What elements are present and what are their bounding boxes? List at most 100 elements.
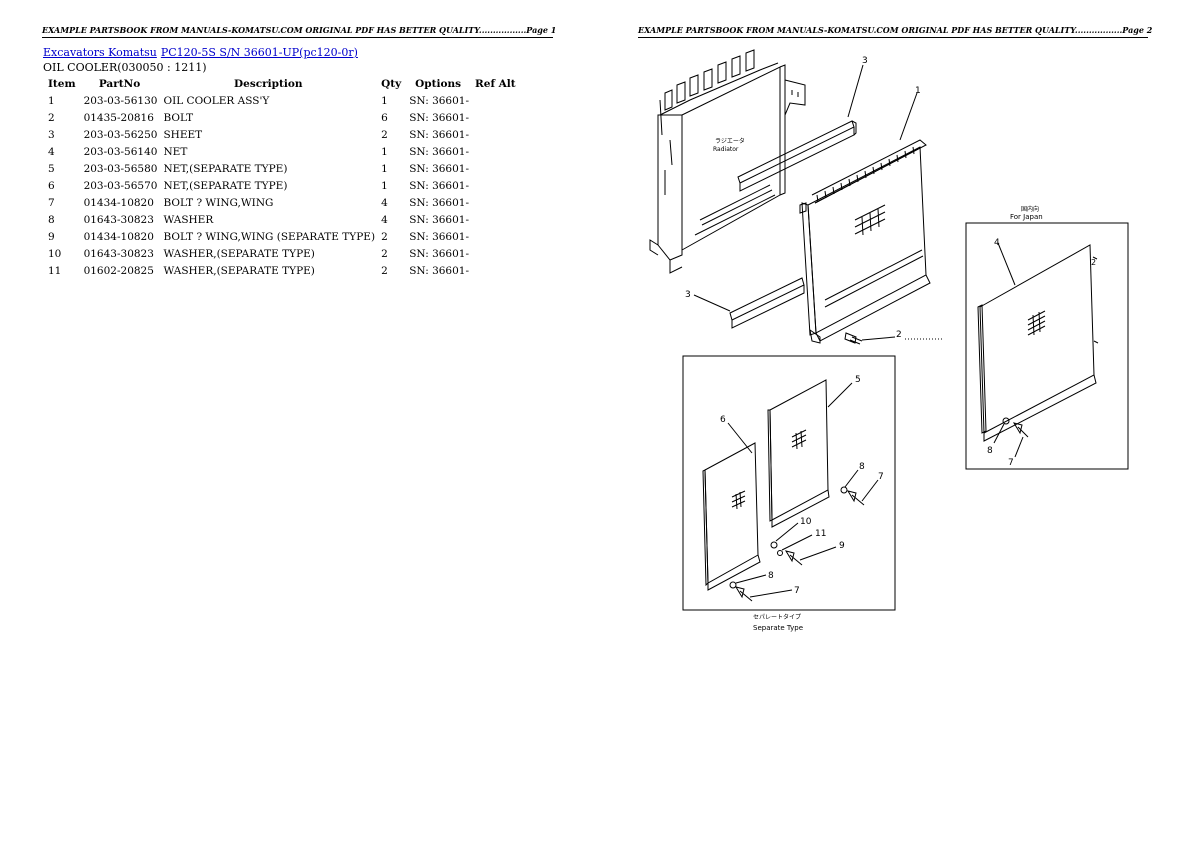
cell-partno: 01435-20816 [83, 111, 154, 124]
cell-ref-alt [471, 92, 520, 109]
table-row: 4 203-03-56140 NET 1 SN: 36601- [44, 143, 520, 160]
cell-partno: 01434-10820 [83, 196, 154, 209]
cell-item: 4 [48, 145, 55, 158]
cell-partno: 01602-20825 [83, 264, 154, 277]
cell-options: SN: 36601- [409, 111, 470, 124]
cell-partno: 203-03-56580 [83, 162, 158, 175]
cell-qty: 2 [381, 247, 388, 260]
cell-ref-alt [471, 126, 520, 143]
cell-item: 8 [48, 213, 55, 226]
breadcrumb-link-model[interactable]: PC120-5S S/N 36601-UP(pc120-0r) [160, 46, 358, 59]
cell-qty: 2 [381, 230, 388, 243]
cell-options: SN: 36601- [409, 145, 470, 158]
cell-ref-alt [471, 262, 520, 279]
table-row: 3 203-03-56250 SHEET 2 SN: 36601- [44, 126, 520, 143]
oil-cooler-drawing [799, 139, 931, 344]
header-ref-alt: Ref Alt [475, 78, 516, 90]
cell-item: 6 [48, 179, 55, 192]
leader-8a [844, 469, 859, 488]
cell-item: 7 [48, 196, 55, 209]
callout-10: 10 [800, 517, 812, 527]
cell-ref-alt [471, 245, 520, 262]
cell-item: 3 [48, 128, 55, 141]
cell-qty: 6 [381, 111, 388, 124]
leader-10 [775, 522, 799, 542]
table-header-row: Item PartNo Description Qty Options Ref … [44, 76, 520, 92]
cell-options: SN: 36601- [409, 264, 470, 277]
cell-item: 5 [48, 162, 55, 175]
leader-6 [727, 422, 753, 454]
cell-partno: 203-03-56250 [83, 128, 158, 141]
cell-description: NET,(SEPARATE TYPE) [163, 179, 288, 192]
leader-2 [861, 336, 896, 341]
header-description: Description [234, 78, 303, 90]
cell-description: NET [163, 145, 188, 158]
cell-partno: 01643-30823 [83, 213, 154, 226]
header-partno: PartNo [98, 78, 141, 90]
cell-description: WASHER,(SEPARATE TYPE) [163, 247, 315, 260]
cell-qty: 1 [381, 145, 388, 158]
sheet-lower-drawing [729, 277, 805, 329]
leader-11 [781, 534, 813, 551]
cell-options: SN: 36601- [409, 247, 470, 260]
cell-ref-alt [471, 109, 520, 126]
callout-5: 5 [855, 375, 861, 385]
for-japan-label-jp: 国内向 [1021, 205, 1039, 213]
callout-4: 4 [994, 238, 1000, 248]
callout-2b: 2 [1091, 258, 1096, 267]
callout-7a: 7 [878, 472, 884, 482]
cell-description: WASHER,(SEPARATE TYPE) [163, 264, 315, 277]
callout-8a: 8 [859, 462, 865, 472]
radiator-drawing [649, 49, 806, 274]
separate-type-box [682, 355, 896, 611]
cell-partno: 203-03-56140 [83, 145, 158, 158]
header-options: Options [415, 78, 462, 90]
radiator-label: Radiator [713, 146, 739, 153]
cell-qty: 2 [381, 128, 388, 141]
callout-9: 9 [839, 541, 845, 551]
leader-8r [993, 423, 1005, 444]
cell-options: SN: 36601- [409, 213, 470, 226]
cell-options: SN: 36601- [409, 179, 470, 192]
breadcrumb-link-category[interactable]: Excavators Komatsu [43, 46, 157, 59]
cell-qty: 1 [381, 94, 388, 107]
cell-description: OIL COOLER ASS'Y [163, 94, 270, 107]
callout-7r: 7 [1008, 458, 1014, 468]
leader-3b [693, 294, 731, 312]
callout-3a: 3 [862, 56, 868, 66]
cell-ref-alt [471, 177, 520, 194]
leader-7a [861, 479, 879, 502]
leader-7r [1014, 436, 1024, 458]
cell-partno: 01434-10820 [83, 230, 154, 243]
parts-table: Item PartNo Description Qty Options Ref … [44, 76, 520, 279]
cell-item: 2 [48, 111, 55, 124]
cell-qty: 1 [381, 179, 388, 192]
bolt-drawing [844, 332, 863, 345]
cell-ref-alt [471, 194, 520, 211]
callout-8r: 8 [987, 446, 993, 456]
cell-options: SN: 36601- [409, 196, 470, 209]
for-japan-box [965, 222, 1129, 470]
cell-qty: 4 [381, 213, 388, 226]
sheet-upper-drawing [737, 120, 857, 192]
radiator-label-jp: ラジエータ [715, 137, 745, 145]
callout-7b: 7 [794, 586, 800, 596]
cell-qty: 4 [381, 196, 388, 209]
cell-options: SN: 36601- [409, 128, 470, 141]
leader-3a [847, 64, 864, 118]
leader-5 [827, 382, 853, 408]
cell-description: SHEET [163, 128, 203, 141]
cell-description: NET,(SEPARATE TYPE) [163, 162, 288, 175]
section-title: OIL COOLER(030050 : 1211) [43, 61, 207, 74]
leader-8b [735, 574, 767, 584]
cell-item: 10 [48, 247, 62, 260]
cell-ref-alt [471, 211, 520, 228]
separate-label: Separate Type [753, 624, 803, 632]
callout-2: 2 [896, 330, 902, 340]
